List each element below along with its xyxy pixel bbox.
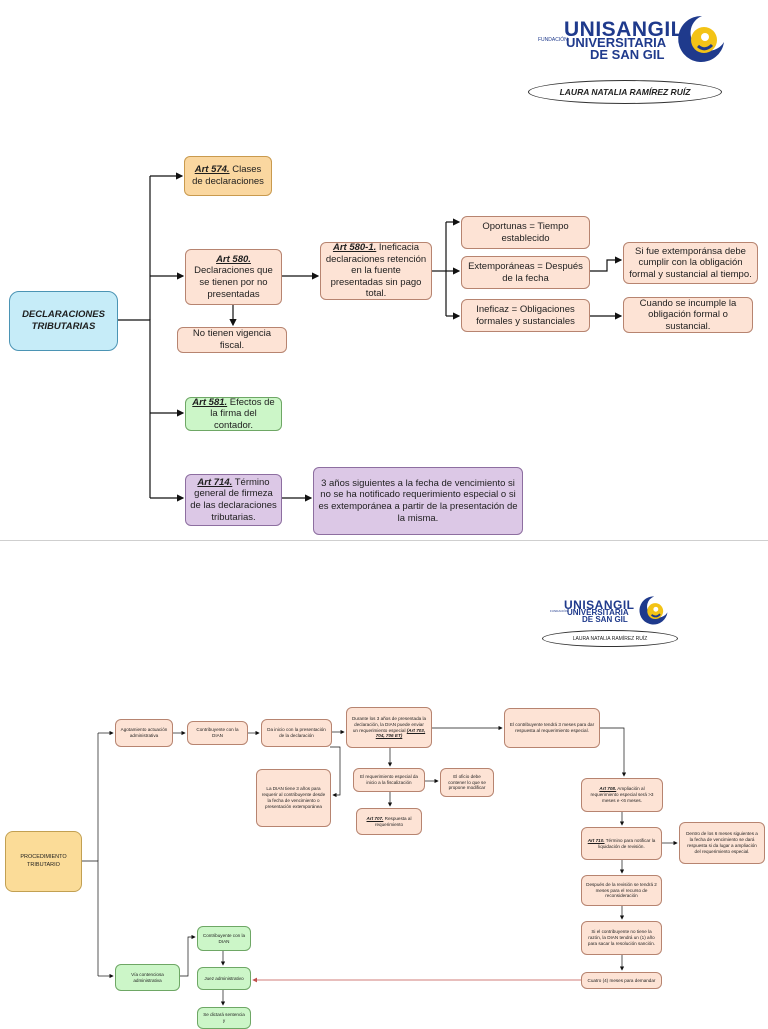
logo-foundation: FUNDACIÓN bbox=[538, 37, 568, 43]
text-art-580-1: Ineficacia declaraciones retención en la… bbox=[325, 242, 427, 300]
logo-line-2: DE SAN GIL bbox=[590, 47, 665, 62]
logo-line-1: UNIVERSITARIA bbox=[566, 35, 667, 50]
node-oficio: El oficio debe contener lo que se propon… bbox=[440, 768, 494, 797]
ref-art-714: Art 714. bbox=[197, 476, 233, 488]
node-despues-revision: Después de la revisión se tendrá 2 meses… bbox=[581, 875, 662, 906]
node-sentencia: Se dictará sentencia y bbox=[197, 1007, 251, 1029]
node-oportunas: Oportunas = Tiempo establecido bbox=[461, 216, 590, 249]
node-ineficaz: Ineficaz = Obligaciones formales y susta… bbox=[461, 299, 590, 332]
university-logo: UNISANGIL FUNDACIÓN UNIVERSITARIA DE SAN… bbox=[538, 15, 738, 74]
node-art-580-1: Art 580-1. Ineficacia declaraciones rete… bbox=[320, 242, 432, 300]
text-art-574: Clases de declaraciones bbox=[192, 164, 264, 187]
ref-durante: (Art 703, 704, 706 ET) bbox=[375, 727, 426, 739]
logo-emblem-icon bbox=[639, 596, 668, 625]
node-tres-anos: 3 años siguientes a la fecha de vencimie… bbox=[313, 467, 523, 535]
node-contribuyente-dian-2: Contribuyente con la DIAN bbox=[197, 926, 251, 951]
page-divider bbox=[0, 540, 768, 541]
text-art-710: Término para notificar la liquidación de… bbox=[598, 837, 656, 849]
logo-name: UNISANGIL bbox=[564, 18, 684, 41]
node-art-574: Art 574. Clases de declaraciones bbox=[184, 156, 272, 196]
node-requerimiento-especial: El requerimiento especial da inicio a la… bbox=[353, 768, 425, 792]
university-logo-small: UNISANGIL FUNDACIÓN UNIVERSITARIA DE SAN… bbox=[550, 596, 680, 630]
ref-art-708: Art 708. bbox=[599, 786, 617, 792]
ref-art-581: Art 581. bbox=[192, 396, 228, 408]
logo-emblem-icon bbox=[678, 15, 724, 62]
node-art-714: Art 714. Término general de firmeza de l… bbox=[185, 474, 282, 526]
node-juez-administrativo: Juez administrativo bbox=[197, 967, 251, 990]
text-durante: Durante los 3 años de presentada la decl… bbox=[351, 715, 427, 733]
node-art-707: Art 707. Respuesta al requerimiento bbox=[356, 808, 422, 835]
author-name-small: LAURA NATALIA RAMÍREZ RUÍZ bbox=[542, 630, 678, 647]
node-art-710: Art 710. Término para notificar la liqui… bbox=[581, 827, 662, 860]
ref-art-580: Art 580. bbox=[216, 253, 251, 265]
node-cuatro-meses: Cuatro (4) meses para demandar bbox=[581, 972, 662, 989]
logo-line-2-small: DE SAN GIL bbox=[582, 615, 628, 624]
node-art-708: Art 708. Ampliación al requerimiento esp… bbox=[581, 778, 663, 812]
ref-art-574: Art 574. bbox=[194, 164, 230, 176]
text-art-708: Ampliación al requerimiento especial ser… bbox=[590, 786, 654, 803]
text-art-707: Respuesta al requerimiento bbox=[374, 815, 412, 827]
node-dentro-6-meses: Dentro de los 6 meses siguientes a la fe… bbox=[679, 822, 765, 864]
node-art-581: Art 581. Efectos de la firma del contado… bbox=[185, 397, 282, 431]
node-si-el-contribuyente: Si el contribuyente no tiene la razón, l… bbox=[581, 921, 662, 955]
ref-art-710: Art 710. bbox=[587, 837, 605, 843]
logo-name-small: UNISANGIL bbox=[564, 598, 635, 612]
ref-art-707: Art 707. bbox=[366, 815, 384, 821]
node-contribuyente-dian: Contribuyente con la DIAN bbox=[187, 721, 248, 745]
node-contribuyente-3-meses: El contribuyente tendrá 3 meses para dar… bbox=[504, 708, 600, 748]
node-agotamiento: Agotamiento actuación administrativa bbox=[115, 719, 173, 747]
node-via-contenciosa: Vía contenciosa administrativa bbox=[115, 964, 180, 991]
logo-foundation-small: FUNDACIÓN bbox=[550, 609, 568, 613]
logo-line-1-small: UNIVERSITARIA bbox=[567, 608, 629, 617]
ref-art-580-1: Art 580-1. bbox=[332, 242, 377, 254]
node-durante-3-anos: Durante los 3 años de presentada la decl… bbox=[346, 707, 432, 748]
node-dian-tiene: La DIAN tiene 3 años para requerir al co… bbox=[256, 769, 331, 827]
node-extemporaneas: Extemporáneas = Después de la fecha bbox=[461, 256, 590, 289]
node-no-vigencia: No tienen vigencia fiscal. bbox=[177, 327, 287, 353]
node-art-580: Art 580. Declaraciones que se tienen por… bbox=[185, 249, 282, 305]
root-declaraciones-tributarias: DECLARACIONES TRIBUTARIAS bbox=[9, 291, 118, 351]
node-da-inicio: Da inicio con la presentación de la decl… bbox=[261, 719, 332, 747]
node-incumple: Cuando se incumple la obligación formal … bbox=[623, 297, 753, 333]
text-art-714: Término general de firmeza de las declar… bbox=[190, 476, 277, 523]
root-procedimiento-tributario: PROCEDIMIENTO TRIBUTARIO bbox=[5, 831, 82, 892]
text-art-581: Efectos de la firma del contador. bbox=[210, 396, 275, 431]
node-extemporanea-nota: Si fue extemporánsa debe cumplir con la … bbox=[623, 242, 758, 284]
author-name: LAURA NATALIA RAMÍREZ RUÍZ bbox=[528, 80, 722, 104]
text-art-580: Declaraciones que se tienen por no prese… bbox=[194, 265, 273, 300]
